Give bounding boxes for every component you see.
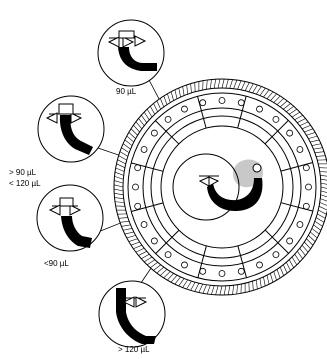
- chamber-hole: [200, 268, 206, 274]
- label-bottom: > 120 µL: [118, 345, 150, 354]
- disc-rim-inner-edge: [123, 88, 321, 286]
- chamber-hole: [165, 116, 171, 122]
- chamber-hole: [287, 130, 293, 136]
- chamber-hole: [297, 222, 303, 228]
- chamber-hole: [306, 184, 312, 190]
- callout-circle: [98, 20, 164, 86]
- chamber-hole: [287, 238, 293, 244]
- callout-lower-left: [37, 185, 103, 251]
- label-upper-left-line1: > 90 µL: [9, 168, 37, 177]
- chamber-hole: [219, 98, 225, 104]
- callout-chamber: [60, 198, 73, 206]
- chamber-hole: [165, 252, 171, 258]
- chamber-hole: [297, 146, 303, 152]
- chamber-hole: [181, 262, 187, 268]
- label-top: 90 µL: [116, 87, 137, 96]
- chamber-hole: [273, 116, 279, 122]
- chamber-hole: [141, 222, 147, 228]
- callout-upper-left: [38, 96, 104, 162]
- chamber-hole: [257, 106, 263, 112]
- disc: [114, 79, 327, 295]
- chamber-hole: [219, 271, 225, 277]
- callout-top: [98, 20, 164, 86]
- chamber-hole: [200, 100, 206, 106]
- label-upper-left-line2: < 120 µL: [9, 179, 41, 188]
- chamber-hole: [151, 130, 157, 136]
- label-lower-left: <90 µL: [44, 259, 69, 268]
- chamber-hole: [141, 146, 147, 152]
- chamber-hole: [151, 238, 157, 244]
- chamber-hole: [135, 203, 141, 209]
- callout-chamber: [119, 31, 134, 38]
- chamber-hole: [181, 106, 187, 112]
- chamber-hole: [135, 165, 141, 171]
- chamber-hole: [303, 203, 309, 209]
- chamber-hole: [133, 184, 139, 190]
- chamber-hole: [238, 268, 244, 274]
- chamber-hole: [238, 100, 244, 106]
- callout-bottom: [99, 281, 165, 347]
- chamber-hole: [273, 252, 279, 258]
- callout-chamber: [59, 104, 73, 114]
- hub-vent-hole: [253, 164, 261, 172]
- chamber-hole: [303, 165, 309, 171]
- chamber-hole: [257, 262, 263, 268]
